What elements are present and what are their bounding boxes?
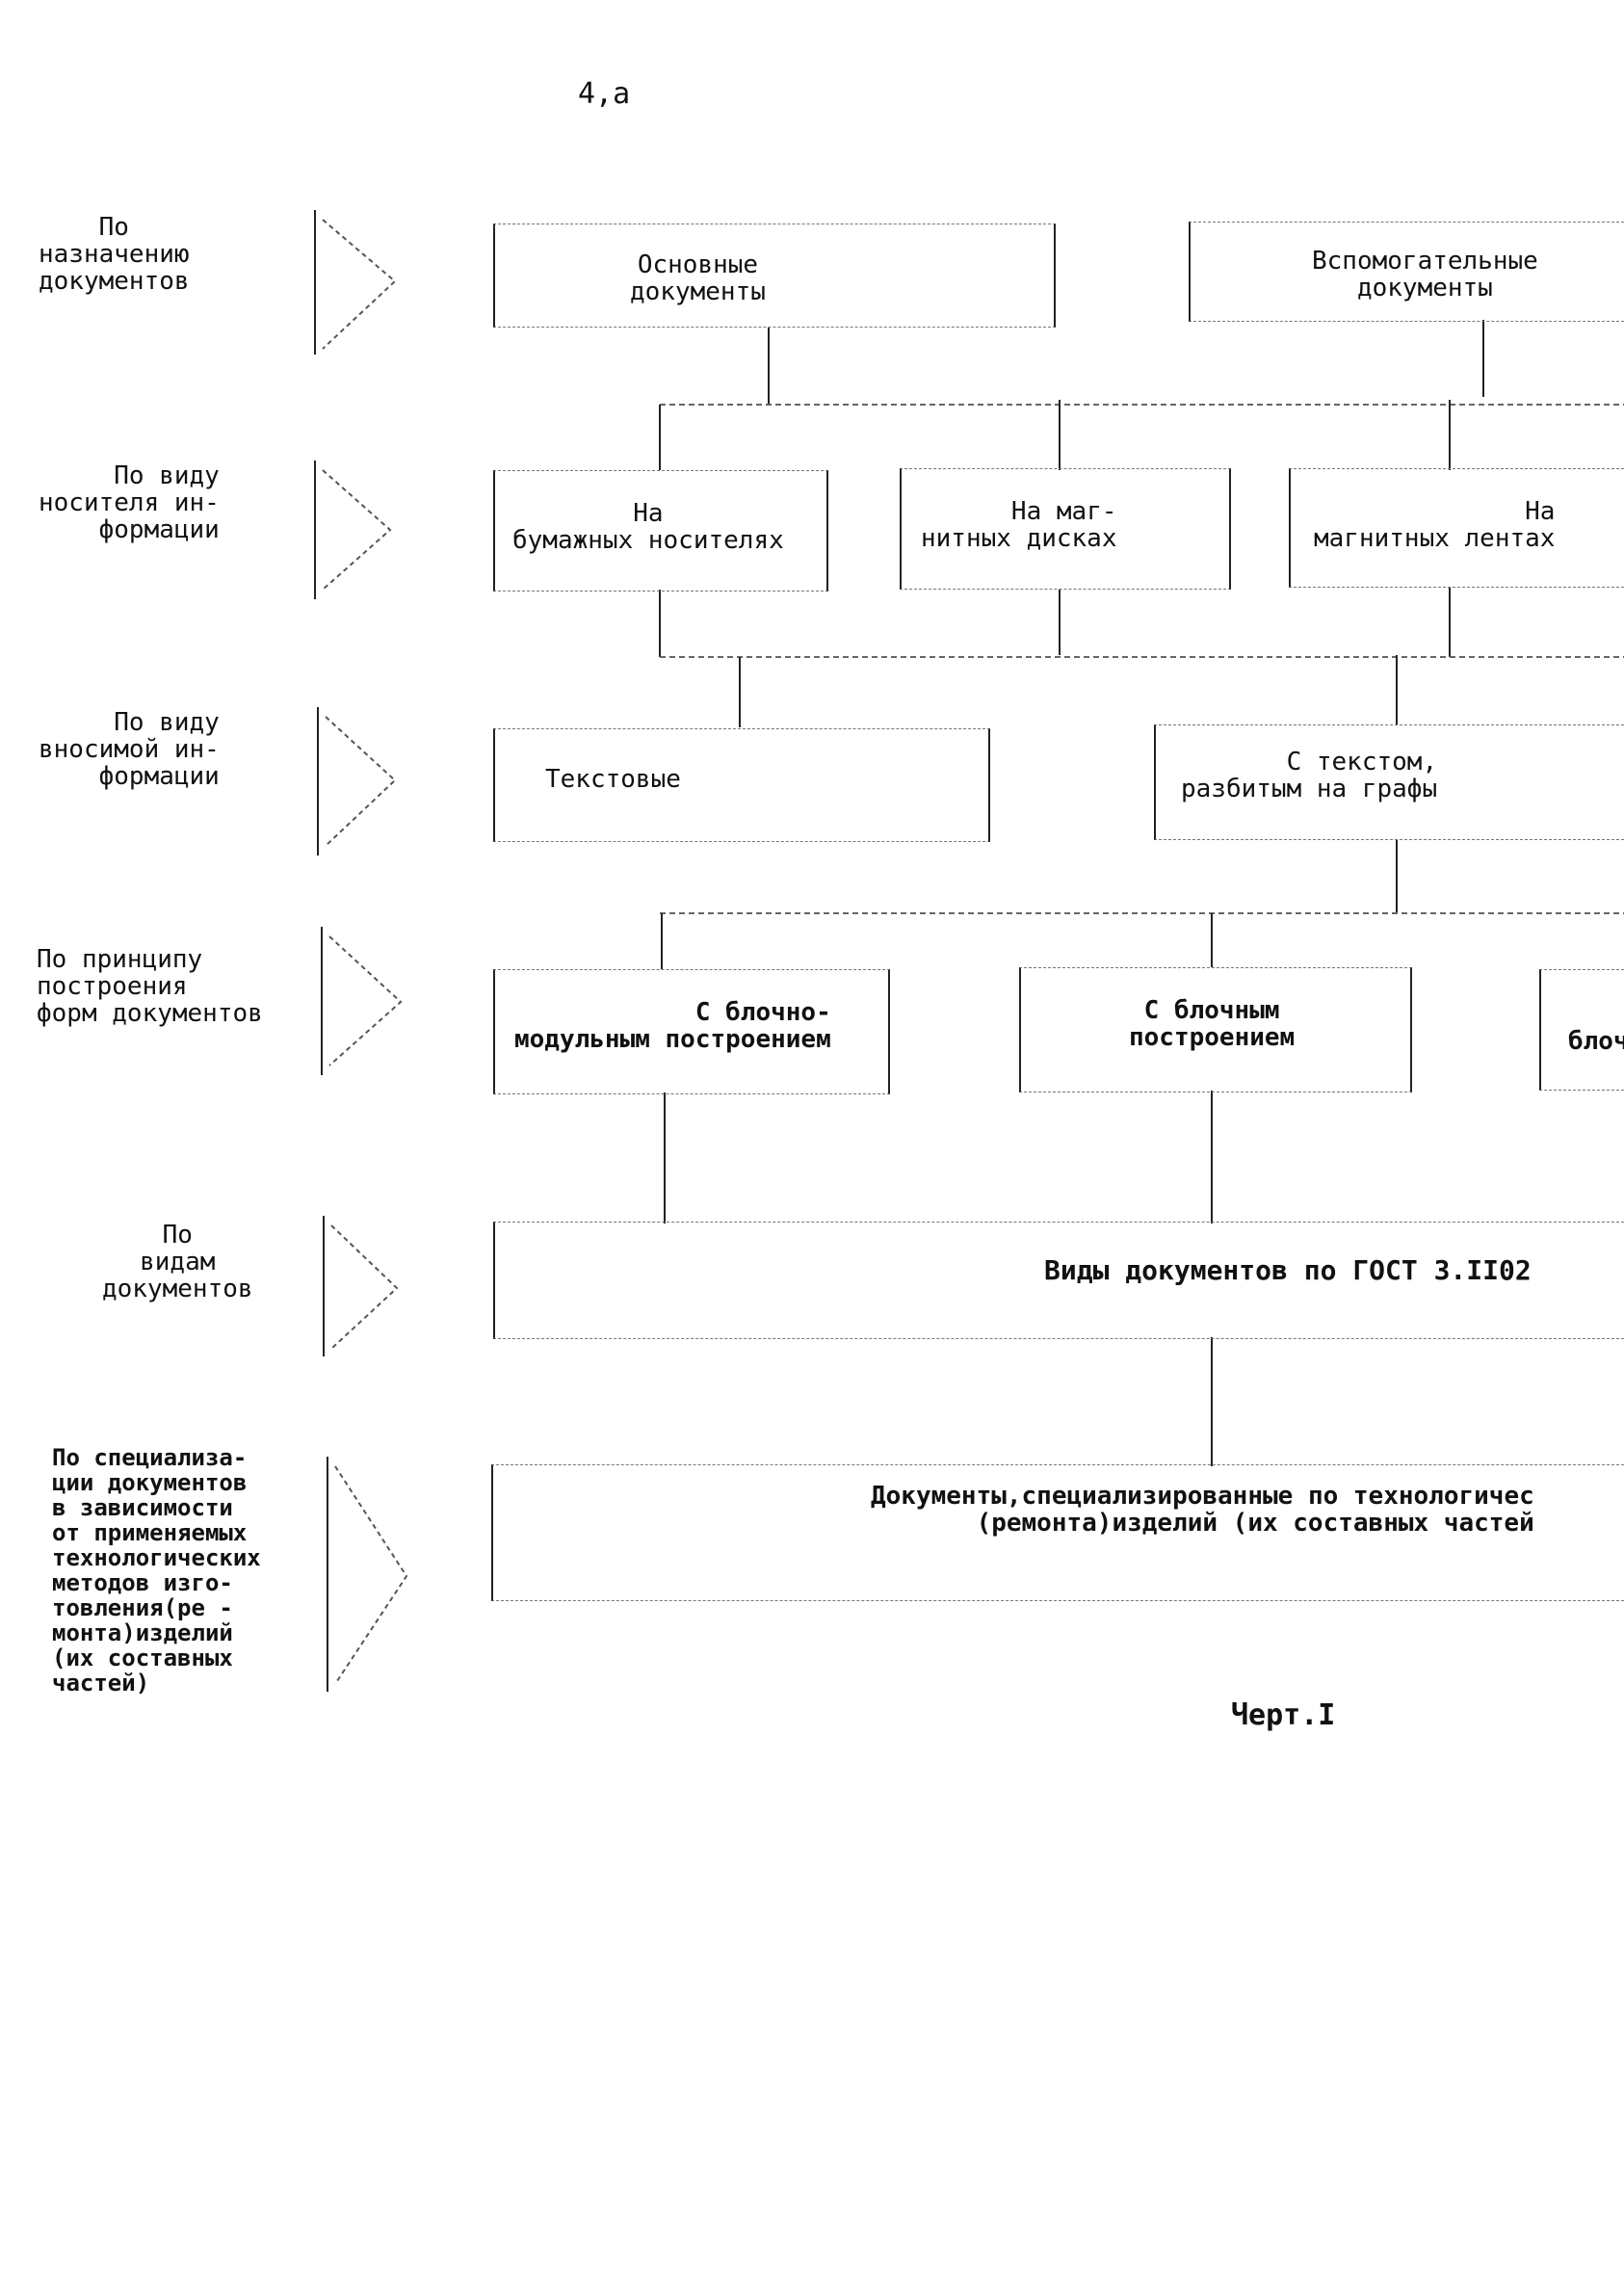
box-specialized-documents: Документы,специализированные по технолог…	[491, 1464, 1624, 1601]
row-arrow-specialization	[327, 1457, 408, 1692]
box-magnetic-tapes: На магнитных лентах	[1289, 468, 1624, 588]
figure-caption: Черт.I	[1231, 1698, 1336, 1732]
connector-carriers-to-content	[659, 588, 1624, 727]
page-number: 4,а	[578, 77, 631, 111]
box-aux-documents-label: Вспомогательные документы	[1312, 247, 1538, 303]
box-block-cut: блоч	[1539, 969, 1624, 1091]
box-aux-documents: Вспомогательные документы	[1189, 222, 1624, 322]
row-label-carrier: По виду носителя ин- формации	[39, 461, 220, 544]
row-arrow-types	[323, 1216, 399, 1356]
box-block-label: С блочным построением	[1129, 996, 1296, 1052]
connector-content-to-forms	[660, 840, 1624, 969]
row-label-form: По принципу построения форм документов	[37, 945, 263, 1028]
row-arrow-content	[317, 707, 397, 855]
connector-forms-to-types	[664, 1091, 1213, 1223]
box-block-cut-label: блоч	[1568, 1027, 1624, 1056]
box-block-modular-label: С блочно- модульным построением	[514, 998, 831, 1054]
row-arrow-carrier	[314, 460, 392, 599]
box-main-documents: Основные документы	[493, 224, 1056, 328]
box-text: Текстовые	[493, 728, 990, 842]
row-label-types: По видам документов	[102, 1221, 253, 1303]
box-magnetic-tapes-label: На магнитных лентах	[1314, 497, 1556, 553]
row-label-specialization: По специализа- ции документов в зависимо…	[52, 1444, 261, 1697]
box-paper-carriers-label: На бумажных носителях	[512, 499, 784, 555]
box-document-types-label: Виды документов по ГОСТ 3.II02	[1044, 1254, 1532, 1286]
connector-main-to-carriers	[659, 320, 1624, 470]
row-arrow-purpose	[314, 210, 397, 355]
box-block: С блочным построением	[1019, 967, 1412, 1092]
box-text-label: Текстовые	[545, 765, 681, 794]
box-magnetic-disks-label: На маг- нитных дисках	[921, 497, 1117, 553]
box-text-columns-label: С текстом, разбитым на графы	[1181, 748, 1438, 803]
box-magnetic-disks: На маг- нитных дисках	[900, 468, 1231, 590]
box-text-columns: С текстом, разбитым на графы	[1154, 724, 1624, 840]
row-arrow-form	[321, 927, 403, 1075]
box-specialized-documents-label: Документы,специализированные по технолог…	[871, 1482, 1534, 1538]
row-label-content: По виду вносимой ин- формации	[39, 708, 220, 791]
row-label-purpose: По назначению документов	[39, 213, 190, 296]
box-block-modular: С блочно- модульным построением	[493, 969, 890, 1094]
box-paper-carriers: На бумажных носителях	[493, 470, 828, 592]
box-document-types: Виды документов по ГОСТ 3.II02	[493, 1222, 1624, 1339]
box-main-documents-label: Основные документы	[630, 250, 766, 306]
